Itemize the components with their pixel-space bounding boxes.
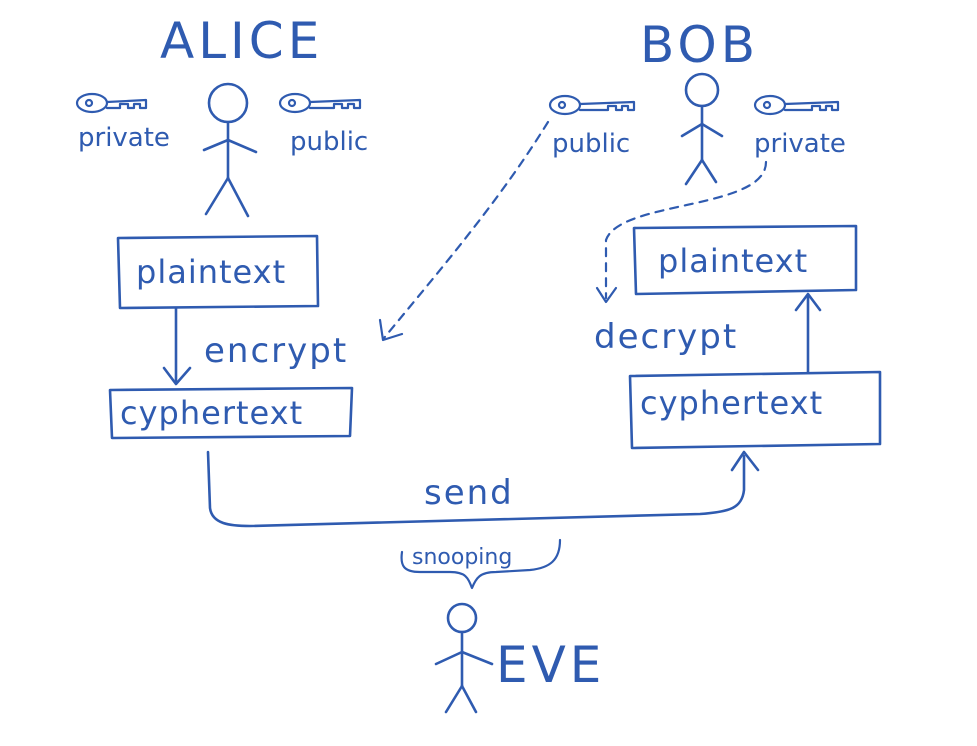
alice-stick-figure-icon: [202, 82, 258, 218]
send-channel: [206, 450, 760, 528]
bob-stick-figure-icon: [680, 72, 724, 186]
bob-plaintext-box: [632, 224, 858, 296]
eve-snooping-label: snooping: [412, 545, 512, 570]
alice-cyphertext-label: cyphertext: [120, 394, 303, 432]
alice-private-key-icon: [75, 92, 148, 114]
alice-name: ALICE: [160, 12, 323, 70]
bob-public-key-to-encrypt-arrow: [378, 120, 550, 342]
bob-cyphertext-label: cyphertext: [640, 384, 823, 422]
bob-decrypt-arrow: [794, 292, 822, 374]
bob-public-key-icon: [548, 94, 636, 116]
send-label: send: [424, 473, 514, 513]
bob-public-key-label: public: [552, 129, 630, 159]
alice-public-key-icon: [278, 92, 362, 114]
alice-group: ALICE private public plaintext: [75, 12, 368, 440]
alice-private-key-label: private: [78, 123, 170, 153]
alice-plaintext-label: plaintext: [136, 253, 286, 291]
alice-encrypt-label: encrypt: [204, 331, 348, 371]
snooping-brace: [400, 538, 562, 590]
eve-stick-figure-icon: [434, 602, 494, 714]
bob-private-key-to-decrypt-arrow: [595, 160, 768, 304]
bob-private-key-label: private: [754, 129, 846, 159]
bob-plaintext-label: plaintext: [658, 242, 808, 280]
bob-name: BOB: [640, 16, 759, 74]
bob-decrypt-label: decrypt: [594, 317, 738, 357]
bob-group: BOB public private plaintext: [548, 16, 882, 450]
alice-cyphertext-box: [108, 386, 354, 440]
alice-encrypt-arrow: [162, 306, 192, 386]
alice-public-key-label: public: [290, 127, 368, 157]
eve-group: snooping EVE: [400, 538, 605, 714]
eve-name: EVE: [496, 636, 605, 694]
alice-plaintext-box: [116, 234, 320, 310]
bob-private-key-icon: [753, 94, 840, 116]
bob-cyphertext-box: [628, 370, 882, 450]
